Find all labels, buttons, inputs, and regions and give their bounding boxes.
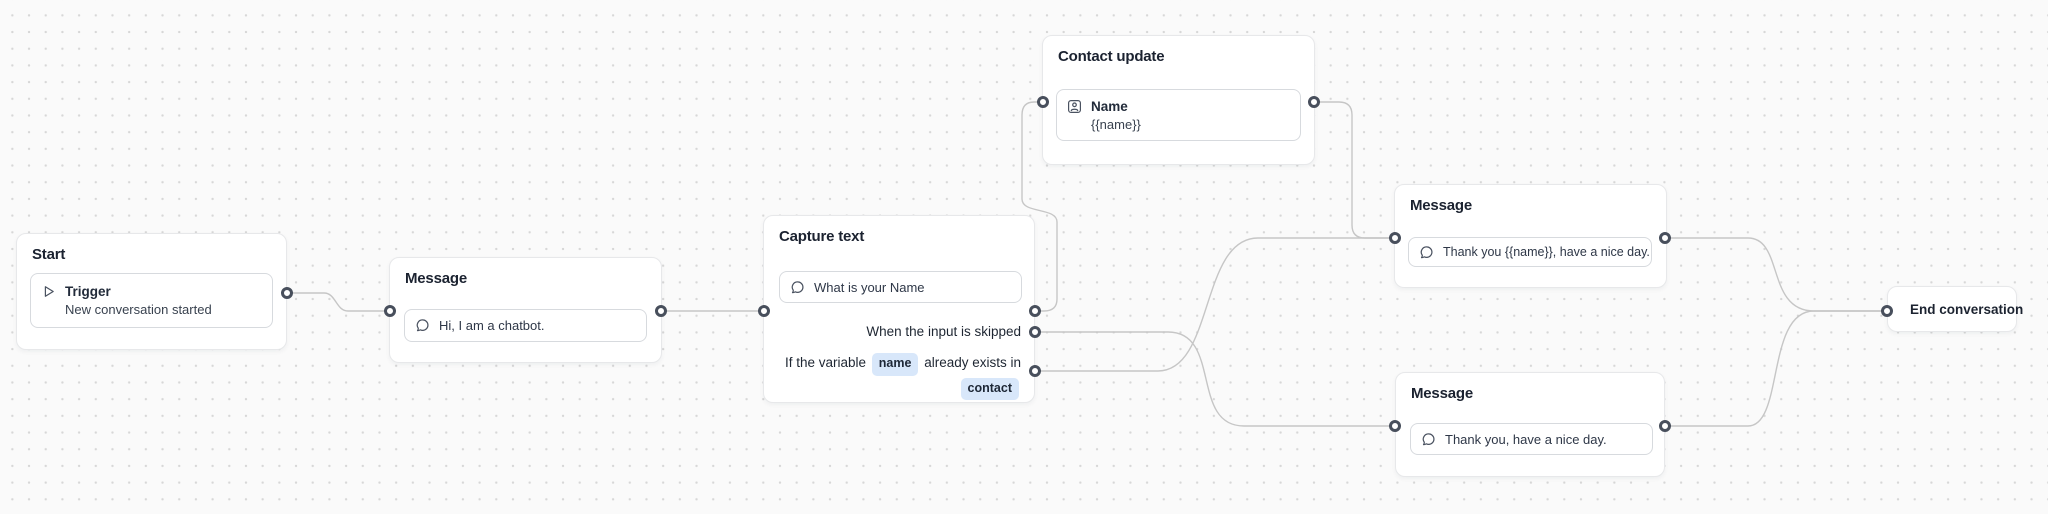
contact-field-value: {{name}} (1091, 116, 1141, 132)
port-message-thanks-output[interactable] (1659, 420, 1671, 432)
message-bubble-icon (415, 318, 430, 333)
variable-name-badge[interactable]: name (871, 353, 919, 376)
play-icon (41, 284, 56, 299)
node-message-thanks-name-title: Message (1410, 197, 1472, 214)
port-contact-update-output[interactable] (1308, 96, 1320, 108)
message-intro-text: Hi, I am a chatbot. (439, 318, 545, 333)
message-bubble-icon (790, 280, 805, 295)
message-intro-item[interactable]: Hi, I am a chatbot. (404, 309, 647, 342)
capture-exists-prefix: If the variable (784, 355, 867, 370)
node-capture-text[interactable]: Capture text What is your Name When the … (763, 215, 1035, 403)
node-message-intro[interactable]: Message Hi, I am a chatbot. (389, 257, 662, 363)
message-thanks-name-item[interactable]: Thank you {{name}}, have a nice day. (1408, 237, 1652, 267)
port-capture-input[interactable] (758, 305, 770, 317)
trigger-label: Trigger (65, 284, 111, 299)
node-message-thanks-title: Message (1411, 385, 1473, 402)
capture-prompt-item[interactable]: What is your Name (779, 271, 1022, 303)
node-start-title: Start (32, 246, 66, 263)
node-start[interactable]: Start Trigger New conversation started (16, 233, 287, 350)
edge-capture-skipped-to-message-thanks (1034, 331, 1396, 427)
node-message-thanks[interactable]: Message Thank you, have a nice day. (1395, 372, 1665, 477)
edge-capture-to-contact-update (1021, 101, 1058, 312)
contact-update-item[interactable]: Name {{name}} (1056, 89, 1301, 141)
node-capture-text-title: Capture text (779, 228, 865, 245)
contact-scope-badge[interactable]: contact (960, 377, 1019, 400)
port-contact-update-input[interactable] (1037, 96, 1049, 108)
port-message-thanks-name-output[interactable] (1659, 232, 1671, 244)
edge-contact-update-to-message-thanks-name (1313, 101, 1396, 239)
edge-message-thanks-name-to-end (1664, 237, 1888, 312)
contact-card-icon (1067, 99, 1082, 114)
message-bubble-icon (1421, 432, 1436, 447)
node-message-thanks-name[interactable]: Message Thank you {{name}}, have a nice … (1394, 184, 1667, 288)
edge-capture-exists-to-message-thanks-name (1034, 237, 1396, 372)
port-message-intro-output[interactable] (655, 305, 667, 317)
message-thanks-name-text: Thank you {{name}}, have a nice day. (1443, 245, 1650, 259)
message-bubble-icon (1419, 245, 1434, 260)
port-end-conversation-input[interactable] (1881, 305, 1893, 317)
port-message-intro-input[interactable] (384, 305, 396, 317)
capture-prompt-text: What is your Name (814, 279, 925, 295)
trigger-item[interactable]: Trigger New conversation started (30, 273, 273, 328)
port-capture-output-skipped[interactable] (1029, 326, 1041, 338)
node-contact-update[interactable]: Contact update Name {{name}} (1042, 35, 1315, 165)
capture-exists-middle: already exists in (924, 355, 1021, 370)
contact-field-label: Name (1091, 98, 1128, 114)
port-capture-output-main[interactable] (1029, 305, 1041, 317)
port-message-thanks-input[interactable] (1389, 420, 1401, 432)
end-conversation-label: End conversation (1910, 301, 2024, 317)
capture-exists-label: If the variable name already exists in c… (785, 353, 1021, 400)
port-message-thanks-name-input[interactable] (1389, 232, 1401, 244)
node-end-conversation[interactable]: End conversation (1887, 286, 2023, 332)
message-thanks-item[interactable]: Thank you, have a nice day. (1410, 423, 1653, 455)
node-contact-update-title: Contact update (1058, 48, 1165, 65)
port-start-output[interactable] (281, 287, 293, 299)
edge-start-to-message-intro (286, 292, 391, 312)
message-thanks-text: Thank you, have a nice day. (1445, 431, 1607, 447)
capture-skipped-label: When the input is skipped (866, 324, 1021, 339)
trigger-description: New conversation started (65, 302, 212, 317)
edge-message-thanks-to-end (1664, 310, 1888, 427)
port-capture-output-exists[interactable] (1029, 365, 1041, 377)
node-message-intro-title: Message (405, 270, 467, 287)
